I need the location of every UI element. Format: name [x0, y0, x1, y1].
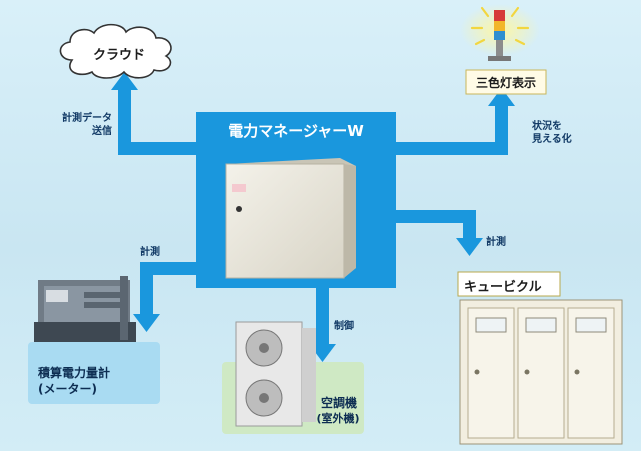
arrow-cubicle-v	[463, 210, 476, 242]
arrow-meter-v	[140, 262, 153, 317]
cubicle-label: キュービクル	[464, 280, 542, 295]
cloud-icon	[59, 23, 172, 79]
arrow-signal-head	[488, 88, 515, 106]
aircon-label-line2: (室外機)	[316, 412, 360, 425]
signal-tower-icon	[460, 4, 540, 61]
edge-label-send-line2: 送信	[92, 126, 112, 137]
arrow-cloud-v	[118, 86, 131, 155]
arrow-cubicle-h	[390, 210, 476, 223]
manager-title: 電力マネージャーW	[228, 122, 364, 140]
cloud-label: クラウド	[92, 48, 145, 63]
meter-label-line1: 積算電力量計	[38, 366, 111, 380]
arrow-cubicle-head	[456, 238, 483, 256]
edge-label-measure-meter: 計測	[140, 247, 160, 258]
edge-label-send-line1: 計測データ	[62, 113, 112, 124]
signal-label-box	[465, 69, 547, 95]
electric-meter-icon	[34, 276, 136, 342]
cubicle-cabinet-icon	[459, 299, 623, 445]
arrow-cloud-h	[118, 142, 208, 155]
meter-label-line2: (メーター)	[38, 382, 97, 396]
cubicle-label-box	[457, 271, 561, 297]
arrow-cloud-head	[111, 72, 138, 90]
arrow-meter-head	[133, 314, 160, 332]
arrow-meter-h	[140, 262, 210, 275]
meter-panel	[28, 342, 160, 404]
edge-label-visual-line2: 見える化	[532, 134, 572, 145]
edge-label-visual-line1: 状況を	[532, 121, 562, 132]
arrow-signal-h	[390, 142, 508, 155]
arrow-aircon-v	[316, 280, 329, 348]
power-manager-device-icon	[225, 158, 356, 279]
aircon-label-line1: 空調機	[320, 396, 357, 410]
signal-light-label: 三色灯表示	[475, 76, 536, 90]
arrows	[111, 72, 515, 362]
edge-label-measure-cubicle: 計測	[486, 237, 506, 248]
arrow-signal-v	[495, 102, 508, 155]
edge-label-control: 制御	[334, 321, 354, 332]
outdoor-ac-unit-icon	[235, 321, 316, 427]
